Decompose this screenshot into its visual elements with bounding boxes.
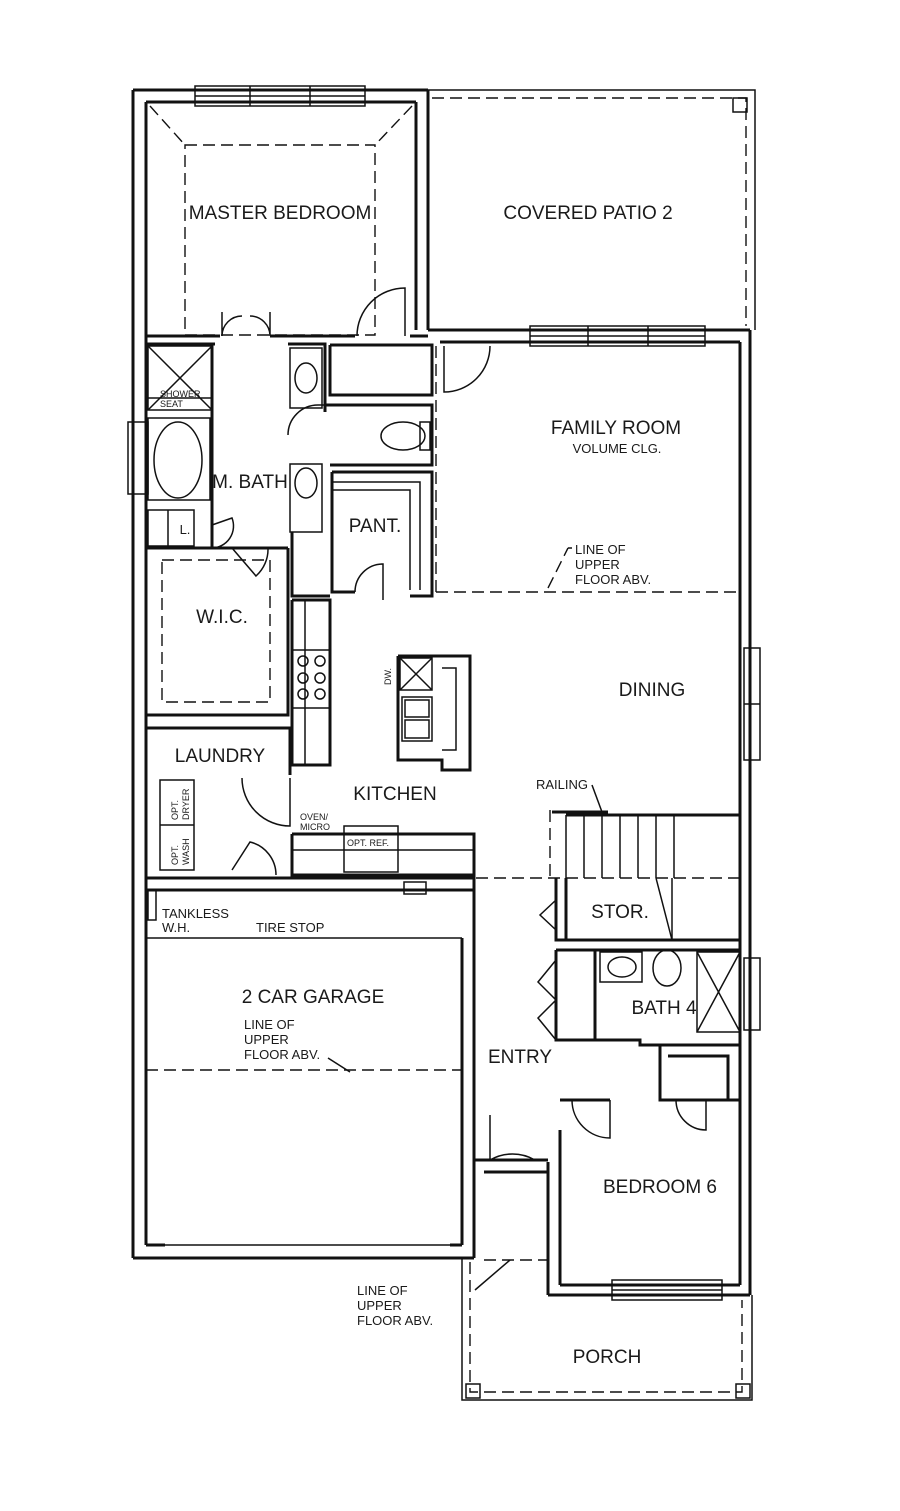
tire-stop-label: TIRE STOP — [256, 920, 324, 935]
upper-floor-note-garage-3: FLOOR ABV. — [244, 1047, 320, 1062]
tankless-label: TANKLESS — [162, 906, 229, 921]
bedroom-6-label: BEDROOM 6 — [603, 1177, 717, 1198]
upper-floor-note-garage-2: UPPER — [244, 1032, 289, 1047]
garage-label: 2 CAR GARAGE — [242, 987, 385, 1008]
master-bedroom-label: MASTER BEDROOM — [189, 203, 372, 224]
master-bath-label: M. BATH — [212, 472, 288, 493]
upper-floor-note-porch-3: FLOOR ABV. — [357, 1313, 433, 1328]
porch-label: PORCH — [573, 1347, 642, 1368]
family-room-label: FAMILY ROOM — [551, 418, 681, 439]
storage-label: STOR. — [591, 902, 649, 923]
upper-floor-note-porch-1: LINE OF — [357, 1283, 408, 1298]
shower-label: SHOWER — [160, 389, 201, 399]
walk-in-closet-label: W.I.C. — [196, 607, 248, 628]
doors — [211, 287, 707, 1291]
seat-label: SEAT — [160, 399, 183, 409]
upper-floor-note-family-1: LINE OF — [575, 542, 626, 557]
upper-floor-note-garage-1: LINE OF — [244, 1017, 295, 1032]
opt-ref-label: OPT. REF. — [347, 838, 389, 848]
upper-floor-note-porch-2: UPPER — [357, 1298, 402, 1313]
upper-floor-note-family-3: FLOOR ABV. — [575, 572, 651, 587]
upper-floor-note-family-2: UPPER — [575, 557, 620, 572]
opt-dryer-label-2: DRYER — [181, 788, 191, 820]
dashed-lines — [146, 89, 756, 1401]
micro-label: MICRO — [300, 822, 330, 832]
volume-ceiling-label: VOLUME CLG. — [573, 441, 662, 456]
opt-wash-label-1: OPT. — [170, 845, 180, 865]
water-heater-label: W.H. — [162, 920, 190, 935]
opt-dryer-label-1: OPT. — [170, 800, 180, 820]
laundry-label: LAUNDRY — [175, 746, 266, 767]
dining-label: DINING — [619, 680, 686, 701]
linen-label: L. — [180, 522, 191, 537]
covered-patio-label: COVERED PATIO 2 — [503, 203, 672, 224]
leader-lines — [327, 547, 603, 1073]
dishwasher-label: DW. — [383, 668, 393, 685]
entry-label: ENTRY — [488, 1047, 552, 1068]
oven-label: OVEN/ — [300, 812, 329, 822]
interior-walls — [144, 342, 741, 1160]
railing-label: RAILING — [536, 777, 588, 792]
bath-4-label: BATH 4 — [631, 998, 697, 1019]
kitchen-label: KITCHEN — [353, 784, 436, 805]
pantry-label: PANT. — [349, 516, 401, 537]
opt-wash-label-2: WASH — [181, 838, 191, 865]
windows — [127, 85, 761, 1301]
